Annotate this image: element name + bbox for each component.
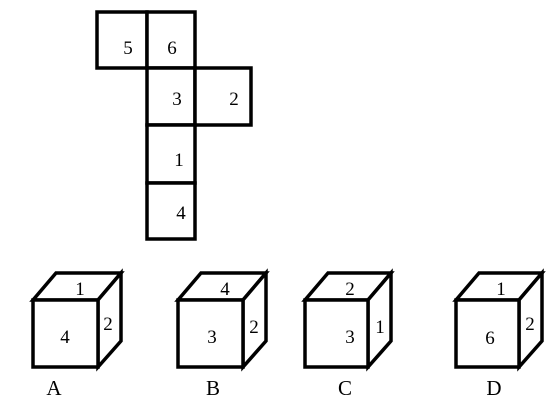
net-cell-1: 1: [145, 123, 197, 185]
option-a-top-number: 1: [75, 279, 85, 300]
option-c-top-number: 2: [345, 279, 355, 300]
net-cell-3: 3: [145, 66, 197, 127]
net-cell-6-label: 6: [167, 38, 177, 59]
net-cell-6: 6: [145, 10, 197, 70]
net-cell-3-label: 3: [172, 89, 182, 110]
net-cell-4: 4: [145, 181, 197, 241]
net-cell-4-label: 4: [176, 203, 186, 224]
option-d-front-number: 6: [485, 328, 495, 349]
option-c-label: C: [338, 376, 352, 400]
option-d-cube: 1 6 2 D: [452, 268, 546, 400]
net-cell-1-label: 1: [174, 150, 184, 171]
option-b-label: B: [206, 376, 220, 400]
option-b-top-number: 4: [220, 279, 230, 300]
option-d-top-number: 1: [496, 279, 506, 300]
option-d-right-number: 2: [525, 314, 535, 335]
option-a-cube: 1 4 2 A: [29, 268, 125, 400]
option-b-front-number: 3: [207, 327, 217, 348]
option-c-right-number: 1: [375, 317, 385, 338]
option-a-label: A: [46, 376, 62, 400]
option-a-right-number: 2: [103, 314, 113, 335]
net-cell-5: 5: [95, 10, 149, 70]
option-d-label: D: [486, 376, 501, 400]
option-b-right-number: 2: [249, 317, 259, 338]
net-cell-5-label: 5: [123, 38, 133, 59]
option-c-front-number: 3: [345, 327, 355, 348]
option-c-cube: 2 3 1 C: [301, 268, 395, 400]
option-a-front-number: 4: [60, 327, 70, 348]
net-cell-2: 2: [193, 66, 253, 127]
cube-net: 5 6 3 2 1 4: [95, 10, 253, 241]
option-b-cube: 4 3 2 B: [174, 268, 270, 400]
net-cell-2-label: 2: [229, 89, 239, 110]
